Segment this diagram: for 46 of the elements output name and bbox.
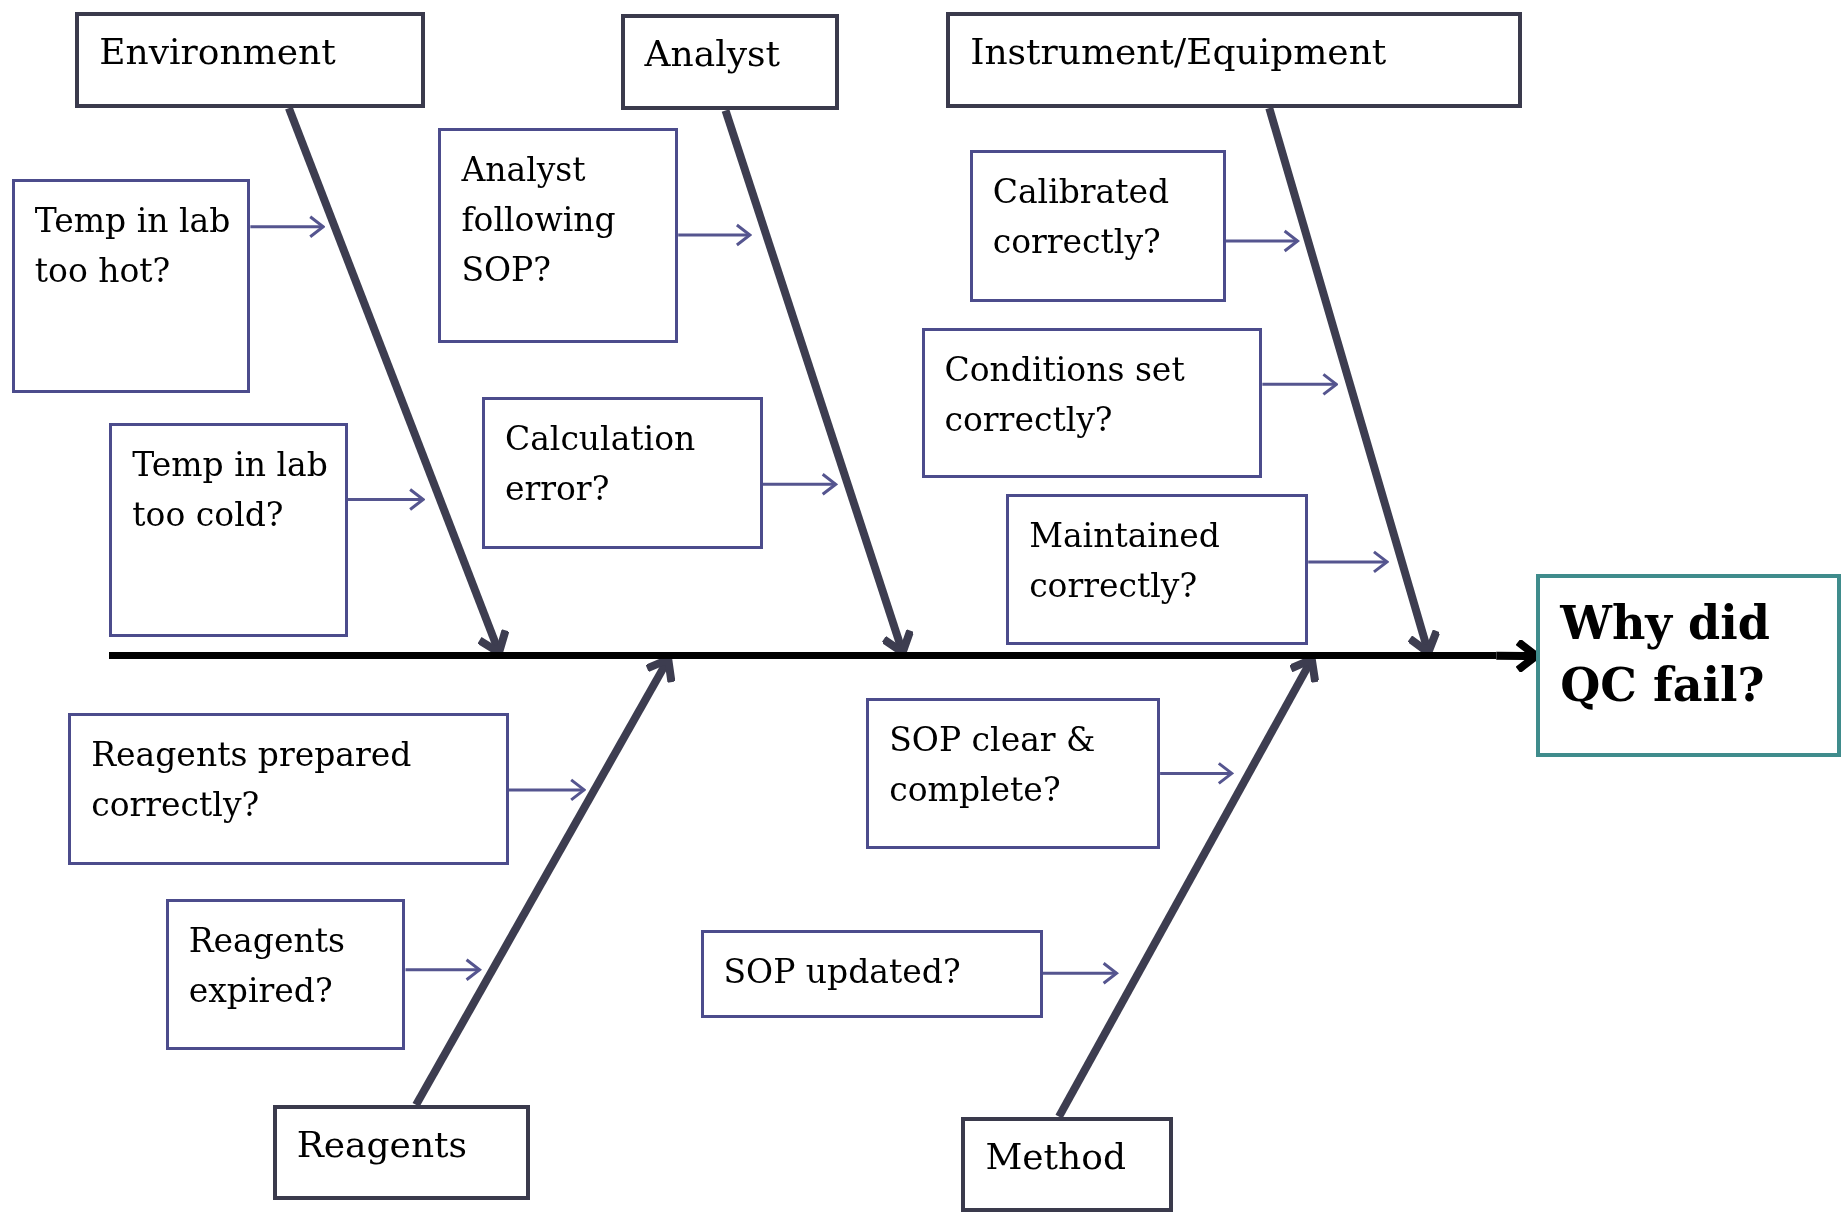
cause-arrow [762,472,838,496]
cause-box [1006,493,1309,646]
cause-box [481,397,763,549]
box-label: Reagents [296,1122,469,1167]
cause-box [68,713,509,866]
cause-arrow [678,223,752,247]
box-label: Environment [99,29,337,74]
category-box [620,14,840,111]
cause-box [921,327,1263,479]
box-label: Analyst [644,32,782,77]
box-label: Calculation error? [504,418,697,511]
cause-arrow [405,958,482,982]
category-box [946,11,1523,109]
cause-box [969,150,1226,303]
cause-box [11,178,251,393]
box-label: Reagents prepared correctly? [91,734,413,827]
cause-arrow [1308,550,1389,574]
cause-arrow [250,215,325,239]
cause-box [165,899,406,1050]
cause-box [866,698,1161,849]
box-label: Maintained correctly? [1029,514,1221,607]
cause-box [438,128,679,344]
box-label: SOP clear & complete? [889,719,1097,812]
category-box [75,11,426,109]
cause-arrow [1262,372,1338,396]
box-label: Analyst following SOP? [461,149,617,292]
cause-arrow [1225,229,1300,253]
cause-box [700,929,1043,1018]
box-label: Instrument/Equipment [970,29,1388,74]
spine-bar [109,652,1497,660]
effect-box [1536,573,1841,757]
box-label: Method [985,1134,1127,1179]
category-box [961,1116,1173,1212]
cause-arrow [347,488,425,511]
box-label: Calibrated correctly? [992,171,1171,264]
cause-box [109,423,348,638]
box-label: Temp in lab too cold? [132,444,329,537]
category-box [272,1104,531,1201]
box-label: SOP updated? [723,950,962,993]
box-label: Conditions set correctly? [944,348,1186,441]
cause-arrow [508,778,586,802]
box-label: Why did QC fail? [1560,594,1771,714]
cause-arrow [1042,961,1119,985]
cause-arrow [1160,761,1234,785]
box-label: Temp in lab too hot? [34,199,232,292]
box-label: Reagents expired? [188,920,346,1013]
